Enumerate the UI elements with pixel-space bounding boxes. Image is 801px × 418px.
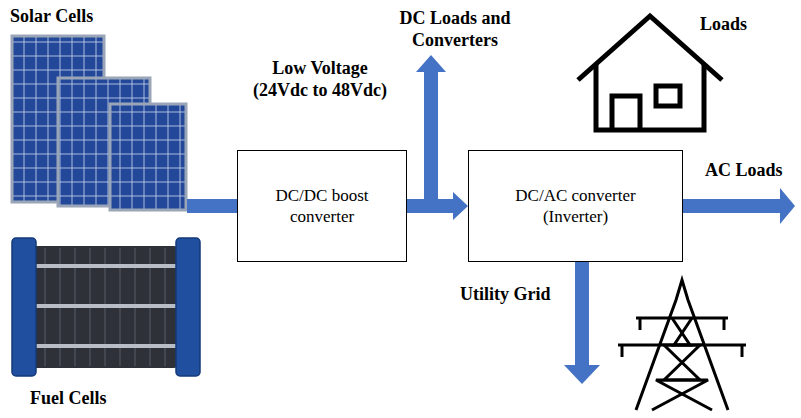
box-label: DC/DC boost converter	[257, 185, 387, 228]
box-label: DC/AC converter (Inverter)	[498, 185, 653, 228]
flow-arrows	[187, 55, 795, 384]
dc-loads-arrow-head	[416, 55, 446, 72]
text-label: AC Loads	[705, 160, 797, 182]
solar-panels	[12, 36, 186, 210]
utility-grid-arrow-head	[564, 365, 600, 384]
flow-arrow	[407, 192, 468, 220]
fuel-cell-rods	[22, 266, 192, 346]
house-window	[656, 86, 680, 106]
text-label: Low Voltage (24Vdc to 48Vdc)	[245, 58, 395, 101]
process-box: DC/AC converter (Inverter)	[468, 150, 683, 262]
dc-loads-arrow	[424, 72, 438, 206]
text-label: DC Loads and Converters	[395, 8, 515, 51]
fuel-cell-end-plate	[12, 238, 36, 376]
fuel-cell-end-plate	[176, 238, 200, 376]
tower-crossarm	[636, 317, 728, 320]
house-walls	[596, 64, 704, 130]
ac-loads-arrow	[682, 199, 780, 213]
fuel-cell-rod	[22, 304, 192, 308]
tower-insulator	[621, 345, 624, 357]
fuel-cell-rod	[22, 344, 192, 348]
tower-bracing	[652, 318, 708, 410]
text-label: Solar Cells	[10, 6, 150, 28]
fuel-cell-rod	[22, 264, 192, 268]
input-arrow	[187, 199, 238, 213]
process-box: DC/DC boost converter	[237, 150, 407, 262]
tower-insulator	[639, 318, 642, 330]
solar-panel	[110, 104, 186, 210]
fuel-cell-stack	[12, 238, 200, 376]
ac-loads-arrow-head	[780, 188, 795, 224]
tower-insulator	[741, 345, 744, 357]
house-door	[612, 96, 640, 130]
text-label: Utility Grid	[460, 284, 572, 306]
tower-insulator	[723, 318, 726, 330]
text-label: Fuel Cells	[30, 388, 170, 410]
utility-grid-arrow	[575, 261, 589, 365]
text-label: Loads	[700, 14, 780, 36]
box-text-group: DC/DC boost converter	[257, 185, 387, 228]
transmission-tower	[618, 280, 746, 410]
box-text-group: DC/AC converter (Inverter)	[498, 185, 653, 228]
